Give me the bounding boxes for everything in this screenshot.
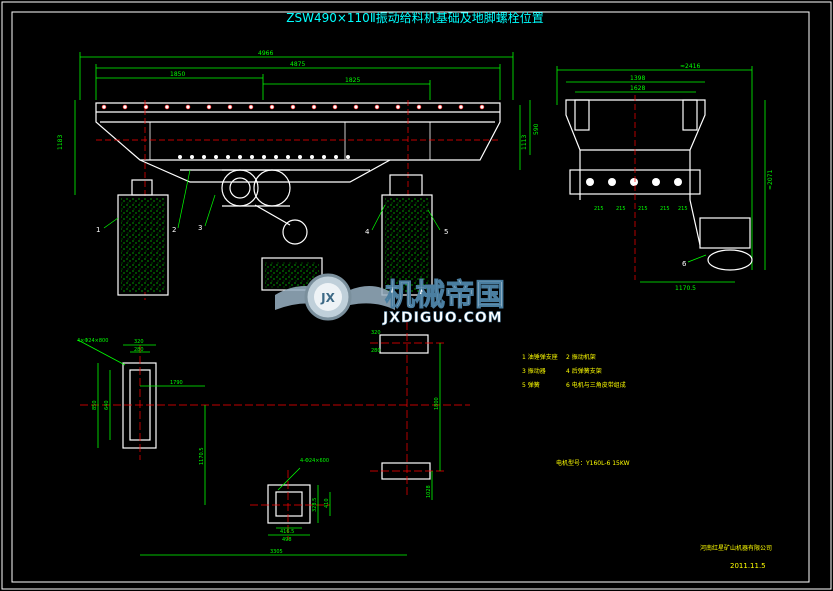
dim-side-b: 1628 <box>630 85 645 92</box>
label-4: 4 <box>365 228 370 236</box>
label-5: 5 <box>444 228 448 236</box>
legend-item-1: 1 油锤弹支座 <box>522 353 558 361</box>
side-view: ≈2416 1398 1628 ≈2071 1170.5 215 215 215 <box>556 63 774 292</box>
dim-spacing-1: 215 <box>594 206 604 212</box>
dim-front-right: 1825 <box>345 77 360 84</box>
label-2: 2 <box>172 226 176 234</box>
dim-front-height: 1183 <box>57 135 64 150</box>
watermark-logo-text: JX <box>320 291 335 305</box>
dim-plan-p3: 328.5 <box>312 498 318 512</box>
dim-plan-r1: 320 <box>371 330 381 336</box>
dim-plan-w1: 320 <box>134 339 144 345</box>
dim-spacing-5: 215 <box>678 206 688 212</box>
dim-plan-h1: 850 <box>92 400 98 410</box>
dim-spacing-4: 215 <box>660 206 670 212</box>
dim-spacing-2: 215 <box>616 206 626 212</box>
label-3: 3 <box>198 224 202 232</box>
dim-side-a: 1398 <box>630 75 645 82</box>
label-6: 6 <box>682 260 687 268</box>
dim-front-side: 590 <box>533 123 540 135</box>
plan-bolt-note: 4×Φ24×800 <box>77 338 108 344</box>
watermark-cn: 机械帝国 <box>385 278 505 313</box>
dim-plan-span-h: 1790 <box>170 380 183 386</box>
motor-spec: 电机型号：Y160L-6 15KW <box>556 459 630 467</box>
dim-plan-p1: 416.5 <box>280 529 294 535</box>
dim-plan-rv2: 1028 <box>426 485 432 498</box>
side-spacing-dims: 215 215 215 215 215 <box>594 206 688 212</box>
drawing-title: ZSW490×110Ⅱ振动给料机基础及地脚螺栓位置 <box>286 10 543 25</box>
footer-company: 河南红星矿山机器有限公司 <box>700 544 772 552</box>
dim-plan-rv: 1800 <box>434 397 440 410</box>
legend-item-5: 5 弹簧 <box>522 381 540 389</box>
dim-front-overall: 4966 <box>258 50 273 57</box>
dim-side-bottom: 1170.5 <box>675 285 696 292</box>
legend: 1 油锤弹支座 2 振动机架 3 振动器 4 后弹簧支架 5 弹簧 6 电机与三… <box>522 353 630 467</box>
dim-side-top: ≈2416 <box>680 63 700 70</box>
watermark: JX 机械帝国 JXDIGUO.COM <box>275 273 506 326</box>
dim-plan-span-v: 1170.5 <box>199 448 205 466</box>
legend-item-4: 4 后弹簧支架 <box>566 367 602 375</box>
dim-front-top: 4875 <box>290 61 305 68</box>
legend-item-6: 6 电机与三角皮带组成 <box>566 381 626 389</box>
dim-plan-r2: 280 <box>371 348 381 354</box>
dim-plan-w2: 280 <box>134 347 144 353</box>
inner-border <box>11 11 810 583</box>
dim-plan-p4: 410 <box>324 498 330 508</box>
dim-spacing-3: 215 <box>638 206 648 212</box>
label-1: 1 <box>96 226 100 234</box>
plan-pad-note: 4-Φ24×600 <box>300 458 329 464</box>
dim-plan-total: 3305 <box>270 549 283 555</box>
legend-item-3: 3 振动器 <box>522 367 546 375</box>
dim-plan-h2: 640 <box>104 400 110 410</box>
front-view: 4966 4875 1850 1825 1183 1113 590 <box>57 50 540 300</box>
watermark-en: JXDIGUO.COM <box>382 310 503 326</box>
footer-date: 2011.11.5 <box>730 562 766 570</box>
legend-item-2: 2 振动机架 <box>566 353 596 361</box>
plan-view: 4×Φ24×800 4-Φ24×600 320 280 850 640 1790… <box>77 322 470 556</box>
dim-front-left: 1850 <box>170 71 185 78</box>
dim-front-d1: 1113 <box>521 135 528 150</box>
dim-side-height: ≈2071 <box>767 170 774 190</box>
dim-plan-p2: 498 <box>282 537 292 543</box>
